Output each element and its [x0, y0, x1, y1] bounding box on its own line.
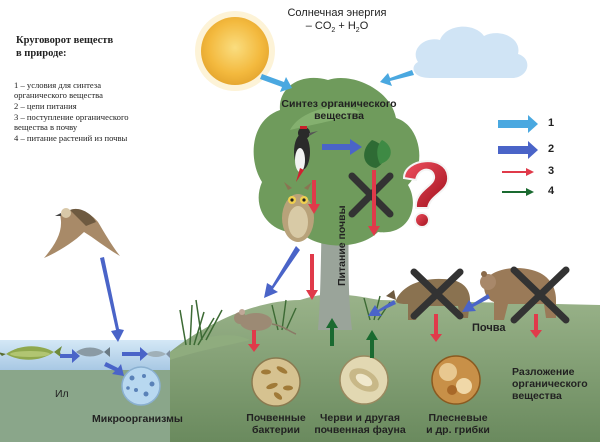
co2-subscript: 2 [331, 27, 336, 35]
mouse-icon [234, 309, 297, 335]
cloud-icon [413, 26, 528, 78]
cross-icon-fox [410, 268, 464, 320]
microorganisms-label: Микроорганизмы [92, 413, 183, 425]
explanation-2: 2 – цепи питания [14, 100, 77, 111]
sun-icon [201, 17, 269, 85]
silt-label: Ил [55, 388, 69, 400]
legend-arrow-3 [502, 168, 534, 176]
h2o-prefix: + H [335, 20, 356, 32]
solar-energy-label: Солнечная энергия – CO2 + H2O [262, 7, 412, 37]
bacteria-icon [251, 357, 301, 407]
diagram-title: Круговорот веществ в природе: [16, 35, 114, 59]
woodpecker-icon [294, 126, 318, 182]
arrows-type-1 [260, 70, 414, 92]
bear-icon [480, 267, 556, 320]
worms-icon [339, 355, 389, 405]
legend-number-2: 2 [548, 143, 555, 155]
legend [498, 115, 538, 196]
fungi-icon [431, 355, 481, 405]
soil-bacteria-label: Почвенные бактерии [246, 412, 306, 436]
solar-energy-line2: – CO2 + H2O [262, 20, 412, 37]
question-mark-icon [402, 160, 450, 228]
legend-arrow-2 [498, 141, 538, 159]
legend-arrow-4 [502, 188, 534, 196]
explanation-4: 4 – питание растений из почвы [14, 132, 128, 143]
ground-edge [170, 335, 250, 360]
legend-arrow-1 [498, 115, 538, 133]
soil-nutrition-label: Питание почвы [336, 205, 348, 286]
co2-prefix: – CO [305, 20, 332, 32]
legend-number-4: 4 [548, 185, 555, 197]
leaf-icon-2 [377, 140, 391, 164]
microorganisms-icon [121, 366, 161, 406]
cross-icon [348, 172, 394, 218]
hawk-icon [44, 208, 120, 258]
fish-icon-2 [146, 350, 170, 358]
cross-icon-bear [510, 266, 570, 324]
synthesis-label: Синтез органического вещества [281, 98, 397, 122]
sun-glow [195, 11, 275, 91]
arrows-type-4 [326, 318, 378, 358]
grass-clump-left [179, 299, 223, 346]
fungi-label: Плесневые и др. грибки [426, 412, 490, 436]
arrows-type-3 [248, 170, 542, 352]
owl-icon [282, 182, 314, 242]
explanation-3: 3 – поступление органического вещества в… [14, 111, 129, 132]
arrows-type-2 [60, 139, 490, 376]
pike-icon [0, 346, 62, 360]
explanation-1: 1 – условия для синтеза органического ве… [14, 80, 103, 101]
legend-number-3: 3 [548, 165, 555, 177]
soil-label: Почва [472, 322, 506, 334]
fish-icon [76, 347, 110, 357]
solar-energy-line1: Солнечная энергия [287, 7, 387, 19]
crown-highlight [290, 106, 360, 130]
legend-explanations: 1 – условия для синтеза органического ве… [14, 80, 129, 143]
h2o-subscript: 2 [355, 27, 360, 35]
decomposition-label: Разложение органического вещества [512, 366, 588, 402]
worms-label: Черви и другая почвенная фауна [314, 412, 406, 436]
legend-number-1: 1 [548, 117, 555, 129]
h2o-suffix: O [359, 20, 369, 32]
